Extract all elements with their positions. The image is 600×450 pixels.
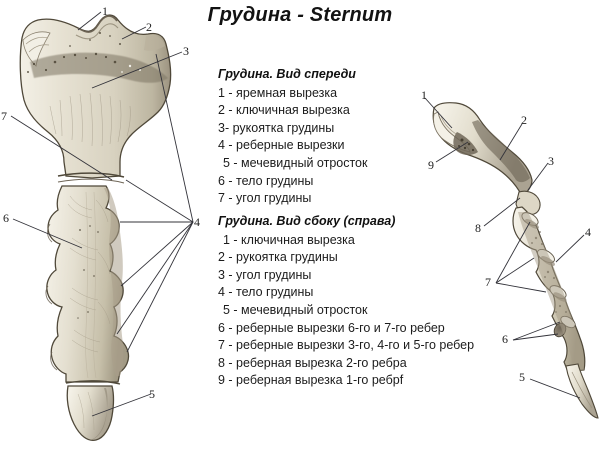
legend-lateral-item-2: 2 - рукоятка грудины: [218, 250, 338, 265]
legend-lateral-item-3: 3 - угол грудины: [218, 267, 312, 282]
lateral-sternum-drawing: [424, 97, 599, 419]
callout-lateral-7: 7: [485, 275, 491, 289]
callout-lateral-9: 9: [428, 158, 434, 172]
callout-lateral-5: 5: [519, 370, 525, 384]
legend-anterior-item-4: 4 - реберные вырезки: [218, 138, 345, 153]
callout-anterior-1: 1: [102, 4, 108, 18]
legend-anterior-item-1: 1 - яремная вырезка: [218, 85, 338, 100]
lateral-leader-lines: [424, 97, 585, 399]
page-title: Грудина - Sternum: [207, 4, 393, 26]
legend-lateral-item-1: 1 - ключичная вырезка: [223, 232, 355, 247]
legend-anterior-item-5: 5 - мечевидный отросток: [223, 155, 368, 170]
callout-anterior-6: 6: [3, 211, 9, 225]
anterior-leader-lines: [10, 11, 194, 417]
anterior-sternum-drawing: [10, 11, 194, 442]
legend-lateral-item-4: 4 - тело грудины: [218, 285, 314, 300]
legend-lateral-item-8: 8 - реберная вырезка 2-го ребра: [218, 355, 407, 370]
callout-lateral-3: 3: [548, 154, 554, 168]
legend-anterior-item-2: 2 - ключичная вырезка: [218, 103, 350, 118]
callout-anterior-5: 5: [149, 387, 155, 401]
callout-lateral-1: 1: [421, 88, 427, 102]
callout-lateral-6: 6: [502, 332, 508, 346]
callout-anterior-7: 7: [1, 109, 7, 123]
callout-lateral-8: 8: [475, 221, 481, 235]
callout-anterior-3: 3: [183, 44, 189, 58]
legend-anterior-item-7: 7 - угол грудины: [218, 191, 312, 206]
callout-anterior-2: 2: [146, 20, 152, 34]
legend-anterior-item-6: 6 - тело грудины: [218, 173, 314, 188]
legend-lateral-view: Грудина. Вид сбоку (справа) 1 - ключична…: [218, 213, 474, 390]
callout-anterior-4: 4: [194, 215, 200, 229]
legend-lateral-item-5: 5 - мечевидный отросток: [223, 302, 368, 317]
legend-lateral-item-9: 9 - реберная вырезка 1-го ребpf: [218, 373, 404, 388]
callout-lateral-2: 2: [521, 113, 527, 127]
legend-anterior-heading: Грудина. Вид спереди: [218, 67, 356, 81]
legend-lateral-item-7: 7 - реберные вырезки 3-го, 4-го и 5-го р…: [218, 338, 475, 353]
callout-lateral-4: 4: [585, 225, 591, 239]
legend-lateral-heading: Грудина. Вид сбоку (справа): [218, 214, 396, 228]
legend-lateral-item-6: 6 - реберные вырезки 6-го и 7-го ребер: [218, 320, 445, 335]
legend-anterior-item-3: 3- рукоятка грудины: [218, 120, 335, 135]
legend-anterior-view: Грудина. Вид спереди 1 - яремная вырезка…: [218, 66, 367, 208]
